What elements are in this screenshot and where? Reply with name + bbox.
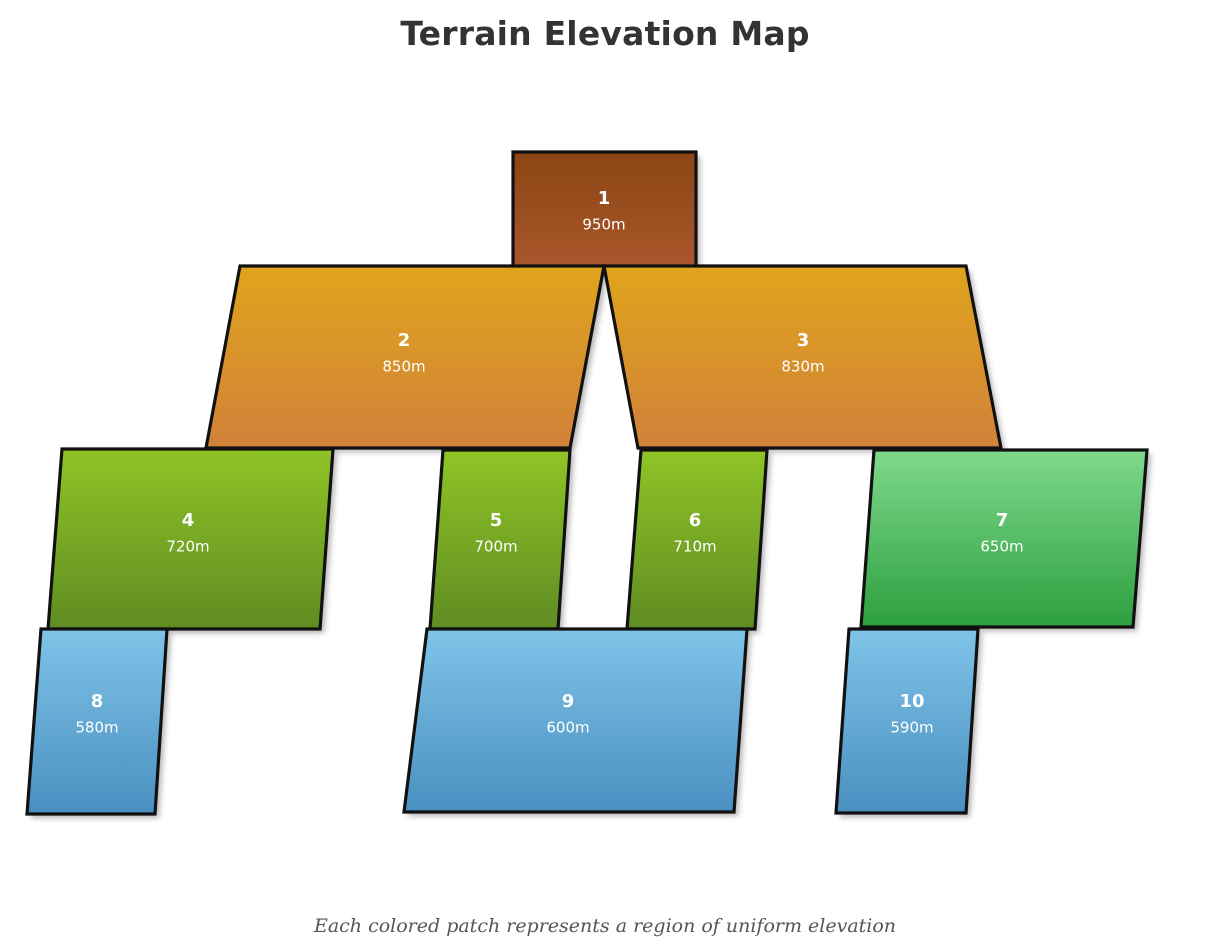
patch-shape-8[interactable] [25, 627, 169, 816]
patch-id-label: 10 [899, 691, 924, 712]
patch-elevation-label: 700m [474, 538, 517, 556]
patch-id-label: 9 [562, 691, 575, 712]
patch-shape-9[interactable] [402, 627, 749, 814]
terrain-patch-2[interactable]: 2 850m [204, 264, 606, 450]
patch-layer: 1 950m 2 850m 3 830m 4 720m 5 700m 6 710m 7 650m 8 580m… [25, 150, 1149, 816]
terrain-patch-9[interactable]: 9 600m [402, 627, 749, 814]
patch-id-label: 2 [398, 330, 411, 351]
patch-elevation-label: 650m [980, 538, 1023, 556]
terrain-patch-6[interactable]: 6 710m [625, 448, 769, 631]
terrain-patch-4[interactable]: 4 720m [46, 447, 335, 631]
patch-id-label: 8 [91, 691, 104, 712]
patch-id-label: 6 [689, 510, 702, 531]
patch-id-label: 4 [182, 510, 195, 531]
terrain-patch-3[interactable]: 3 830m [602, 264, 1003, 450]
terrain-patch-7[interactable]: 7 650m [859, 448, 1149, 629]
patch-elevation-label: 950m [582, 216, 625, 234]
terrain-patch-5[interactable]: 5 700m [428, 448, 572, 631]
patch-shape-2[interactable] [204, 264, 606, 450]
figure-caption: Each colored patch represents a region o… [313, 915, 897, 937]
patch-id-label: 7 [996, 510, 1009, 531]
patch-elevation-label: 600m [546, 719, 589, 737]
terrain-patch-1[interactable]: 1 950m [511, 150, 698, 269]
patch-elevation-label: 830m [781, 358, 824, 376]
patch-id-label: 3 [797, 330, 810, 351]
patch-id-label: 1 [598, 188, 611, 209]
page-title: Terrain Elevation Map [400, 14, 810, 53]
patch-shape-6[interactable] [625, 448, 769, 631]
patch-id-label: 5 [490, 510, 503, 531]
patch-elevation-label: 720m [166, 538, 209, 556]
patch-shape-3[interactable] [602, 264, 1003, 450]
patch-shape-7[interactable] [859, 448, 1149, 629]
patch-shape-4[interactable] [46, 447, 335, 631]
patch-shape-10[interactable] [834, 627, 980, 815]
patch-elevation-label: 710m [673, 538, 716, 556]
patch-elevation-label: 580m [75, 719, 118, 737]
patch-elevation-label: 850m [382, 358, 425, 376]
terrain-patch-8[interactable]: 8 580m [25, 627, 169, 816]
terrain-patch-10[interactable]: 10 590m [834, 627, 980, 815]
patch-elevation-label: 590m [890, 719, 933, 737]
patch-shape-1[interactable] [511, 150, 698, 269]
